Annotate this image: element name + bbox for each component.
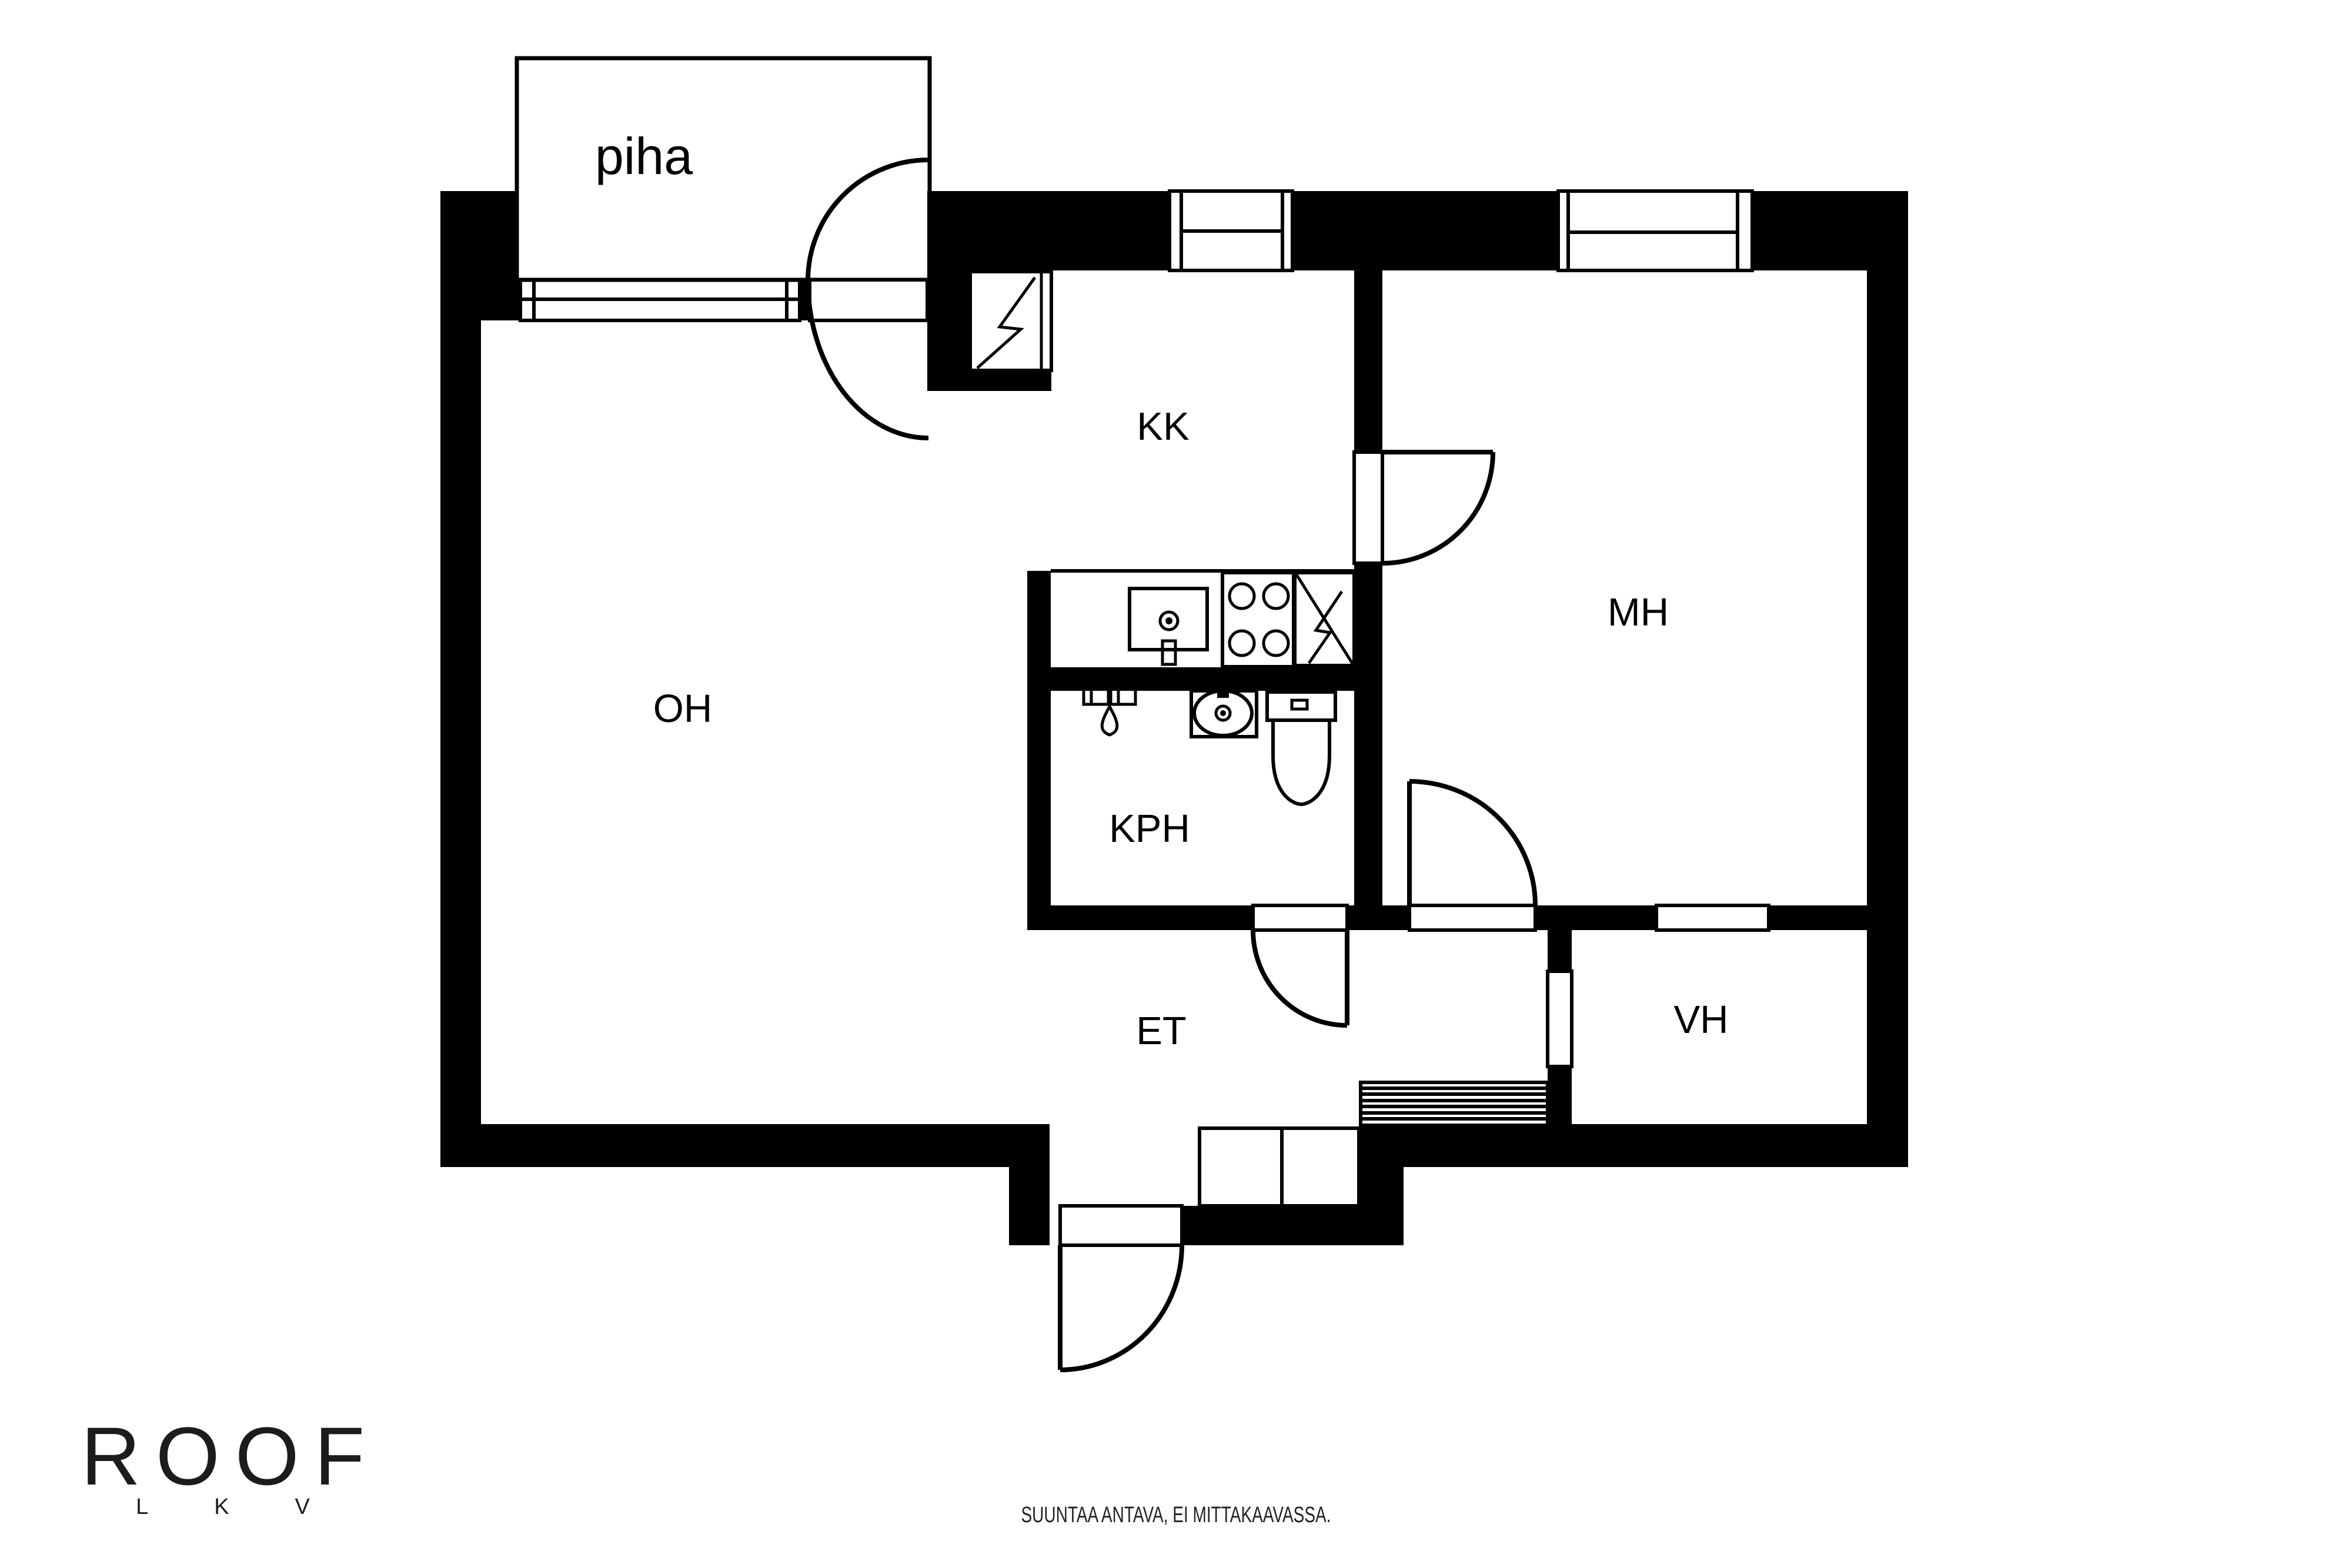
burner-icon bbox=[1228, 629, 1256, 657]
room-label-vh: VH bbox=[1673, 998, 1728, 1042]
wall-bottom-under-vh bbox=[1360, 1124, 1908, 1167]
piha-door-arc-upper bbox=[806, 158, 929, 281]
wall-corridor-c bbox=[1535, 905, 1656, 930]
kph-door-arc bbox=[1251, 930, 1348, 1028]
room-label-et: ET bbox=[1136, 1009, 1187, 1053]
mh-window-frame bbox=[1556, 189, 1754, 272]
window-icon bbox=[1168, 189, 1294, 272]
toilet-icon bbox=[1265, 690, 1337, 807]
stairs-icon bbox=[1359, 1081, 1549, 1127]
wall-kk-mh-upper bbox=[1354, 270, 1382, 452]
wall-top-kk-to-mh-window bbox=[1292, 191, 1558, 270]
appliance-icon bbox=[1293, 571, 1356, 667]
washbasin-icon bbox=[1190, 688, 1258, 738]
wall-vestibule-right bbox=[1360, 1124, 1404, 1245]
wall-corridor-b bbox=[1347, 905, 1409, 930]
kk-window-frame bbox=[1168, 189, 1294, 272]
window-icon bbox=[1556, 189, 1754, 272]
entrance-door-arc bbox=[1060, 1245, 1184, 1372]
yard-outline bbox=[514, 56, 932, 282]
bathroom-fixtures bbox=[1082, 687, 1337, 807]
wall-kph-west bbox=[1027, 571, 1051, 905]
wardrobe-icon bbox=[1198, 1126, 1361, 1208]
lightning-bolt-icon bbox=[1307, 590, 1344, 664]
window-icon bbox=[519, 278, 801, 322]
stairs-outline bbox=[1359, 1081, 1549, 1127]
wall-vestibule-left bbox=[1009, 1124, 1050, 1245]
water-drop-icon bbox=[1100, 703, 1119, 737]
wall-corridor-d bbox=[1769, 905, 1867, 930]
wall-top-piha-to-kk-window bbox=[927, 191, 1170, 270]
vh-top-opening bbox=[1655, 904, 1770, 932]
wall-stub-under-panel bbox=[970, 370, 1051, 391]
door-swing-icon bbox=[1352, 450, 1495, 566]
washbasin-drain-dot bbox=[1220, 710, 1226, 716]
burner-icon bbox=[1262, 582, 1290, 610]
wall-kk-west bbox=[927, 270, 970, 391]
lightning-bolt-icon bbox=[976, 276, 1037, 369]
door-swing-icon bbox=[1058, 1204, 1184, 1372]
room-labels: piha KK OH MH KPH ET VH bbox=[595, 127, 1729, 1053]
appliance-outline bbox=[1293, 571, 1356, 667]
mh-door-arc bbox=[1409, 779, 1538, 906]
wall-exterior-left bbox=[440, 191, 481, 1167]
room-label-mh: MH bbox=[1608, 590, 1669, 634]
wall-vh-west-lower bbox=[1548, 1066, 1572, 1126]
washbasin-tap bbox=[1217, 688, 1229, 698]
panel-outline bbox=[968, 270, 1053, 372]
wardrobe-outline bbox=[1198, 1126, 1361, 1208]
burner-icon bbox=[1228, 582, 1256, 610]
wall-exterior-right bbox=[1867, 191, 1908, 1167]
entrance-door-opening bbox=[1058, 1204, 1184, 1247]
toilet-cistern bbox=[1265, 690, 1337, 722]
burner-icon bbox=[1262, 629, 1290, 657]
door-swing-icon bbox=[1251, 904, 1349, 1028]
logo-subtext: LKV bbox=[136, 1495, 376, 1519]
stove-icon bbox=[1221, 571, 1295, 668]
kitchen-fixtures bbox=[968, 270, 1356, 668]
tap-box-left bbox=[1082, 687, 1110, 706]
sink-drain-inner bbox=[1165, 617, 1172, 624]
piha-door-opening bbox=[808, 278, 929, 322]
wall-bottom-under-oh bbox=[440, 1124, 1050, 1167]
room-label-kph: KPH bbox=[1109, 807, 1190, 851]
sink-tap bbox=[1161, 639, 1177, 666]
kk-mh-door-opening bbox=[1352, 450, 1384, 565]
electrical-panel-icon bbox=[968, 270, 1053, 372]
room-label-kk: KK bbox=[1137, 404, 1189, 449]
tap-box-right bbox=[1109, 687, 1137, 706]
door-swing-icon bbox=[806, 158, 929, 440]
disclaimer-text: SUUNTAA ANTAVA, EI MITTAKAAVASSA. bbox=[1021, 1503, 1331, 1527]
kk-mh-door-arc bbox=[1382, 452, 1495, 566]
wall-corridor-a bbox=[1027, 905, 1253, 930]
wall-corner-top-left bbox=[440, 191, 519, 320]
washbasin-drain bbox=[1214, 704, 1232, 722]
walls bbox=[440, 191, 1908, 1245]
wall-kph-mh bbox=[1354, 563, 1382, 905]
kph-door-opening bbox=[1251, 904, 1349, 932]
toilet-bowl bbox=[1271, 718, 1331, 807]
washer-connection-icon bbox=[1082, 687, 1137, 737]
wall-vh-west-upper bbox=[1548, 930, 1572, 971]
room-label-piha: piha bbox=[595, 127, 693, 185]
wall-kk-kph-divider bbox=[1027, 667, 1382, 691]
mh-door-opening bbox=[1408, 904, 1537, 932]
sink-drain-outer bbox=[1158, 610, 1180, 631]
piha-door-arc-lower bbox=[806, 280, 929, 440]
logo-text: ROOF bbox=[81, 1410, 380, 1502]
kitchen-sink-icon bbox=[1128, 587, 1209, 666]
yard-area bbox=[514, 56, 932, 440]
door-swing-icon bbox=[1407, 779, 1538, 932]
doors bbox=[1058, 450, 1770, 1372]
branding: ROOF LKV bbox=[81, 1410, 380, 1519]
room-label-oh: OH bbox=[653, 687, 713, 731]
vh-side-opening bbox=[1546, 969, 1573, 1068]
sink-basin bbox=[1128, 587, 1209, 651]
toilet-button bbox=[1290, 698, 1309, 711]
